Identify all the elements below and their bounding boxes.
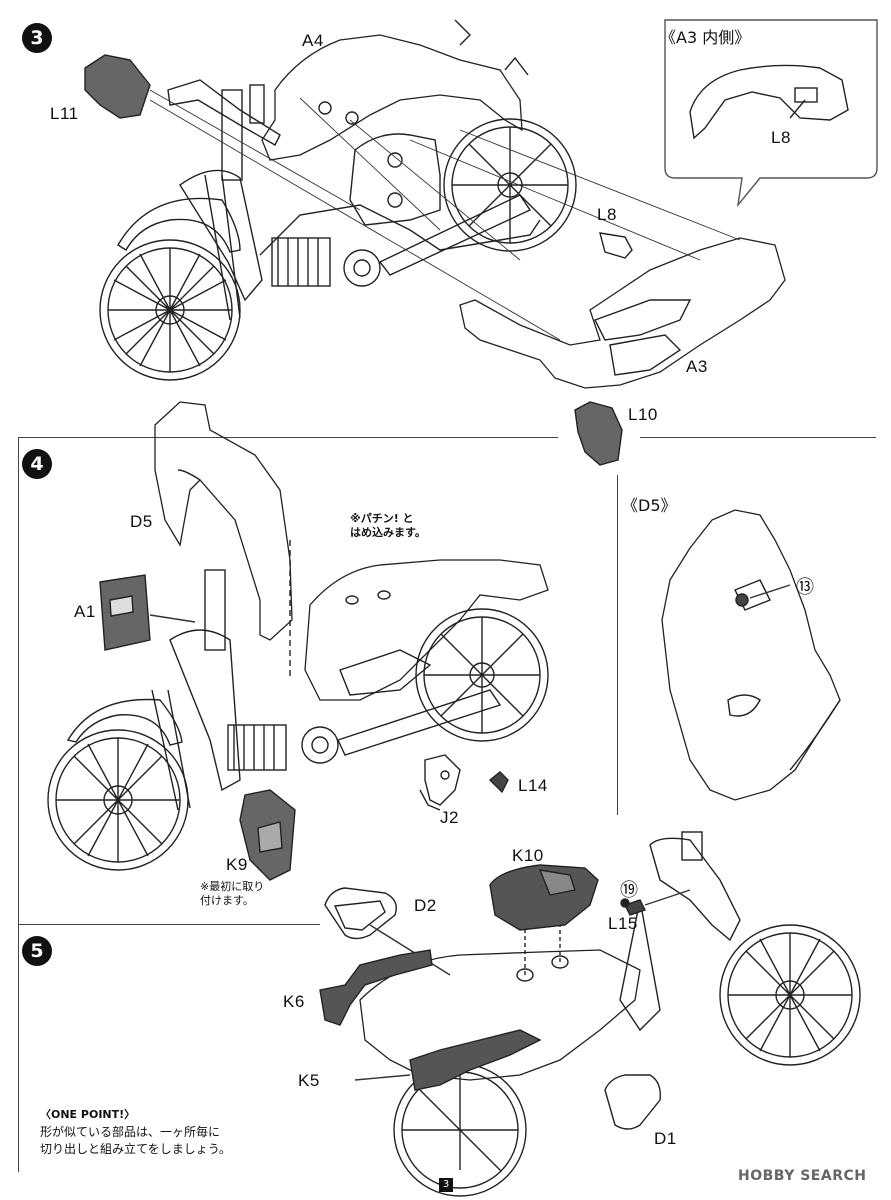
watermark: HOBBY SEARCH	[738, 1168, 867, 1184]
label-d5-view-title: 《D5》	[622, 496, 677, 515]
label-a4: A4	[302, 31, 324, 50]
label-a3: A3	[686, 357, 708, 376]
step-3-badge: 3	[22, 23, 52, 53]
label-d2: D2	[414, 896, 437, 915]
label-l8: L8	[597, 205, 617, 224]
label-k5: K5	[298, 1071, 320, 1090]
note-snap-fit: ※パチン! と はめ込みます。	[350, 512, 426, 539]
label-k6: K6	[283, 992, 305, 1011]
divider-step5-left	[18, 924, 19, 1172]
label-a3-inner-title: 《A3 内側》	[660, 28, 751, 47]
label-l15: L15	[608, 914, 638, 933]
step-5-badge: 5	[22, 936, 52, 966]
label-l10: L10	[628, 405, 658, 424]
step-4-badge: 4	[22, 449, 52, 479]
one-point-title: 〈ONE POINT!〉	[40, 1108, 136, 1121]
label-l14: L14	[518, 776, 548, 795]
label-k9: K9	[226, 855, 248, 874]
label-d1: D1	[654, 1129, 677, 1148]
note-k9-first: ※最初に取り 付けます。	[200, 880, 265, 907]
label-circle-13: ⑬	[796, 577, 815, 597]
one-point-body: 形が似ている部品は、一ヶ所毎に 切り出しと組み立てをしましょう。	[40, 1125, 232, 1156]
label-l8-inset: L8	[771, 128, 791, 147]
label-k10: K10	[512, 846, 544, 865]
label-d5: D5	[130, 512, 153, 531]
divider-step3-step4	[18, 437, 558, 438]
label-j2: J2	[440, 808, 459, 827]
divider-step4-step5	[18, 924, 320, 925]
label-a1: A1	[74, 602, 96, 621]
divider-d5-view	[617, 475, 618, 815]
label-l11: L11	[50, 104, 79, 123]
divider-step3-step4-right	[640, 437, 876, 438]
label-circle-19: ⑲	[620, 880, 639, 900]
divider-step4-vertical	[18, 437, 19, 925]
page-number: 3	[439, 1178, 453, 1192]
